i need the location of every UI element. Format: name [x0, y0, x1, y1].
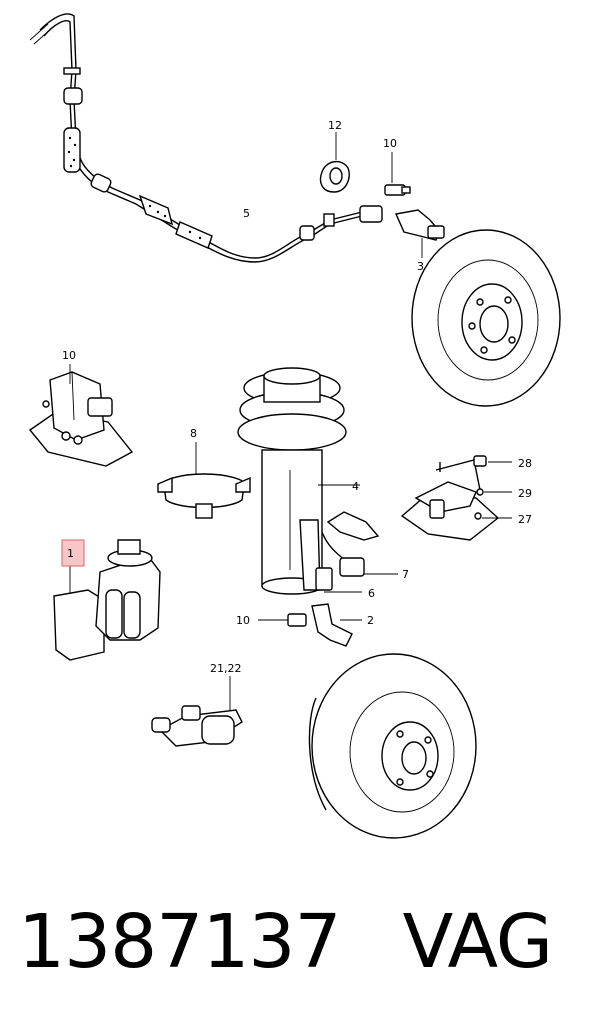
callout-labels: 1 2 3 4 5 6 7 8 10 10 10 12 21,22 27 28 …: [61, 119, 532, 675]
callout-4: 4: [352, 480, 359, 493]
callout-28: 28: [518, 457, 532, 470]
callout-1: 1: [67, 547, 74, 560]
callout-3: 3: [417, 260, 424, 273]
control-unit: [400, 455, 512, 541]
brand-name: VAG: [402, 899, 554, 985]
bolt-top: [384, 152, 411, 196]
brake-disc-bottom: [308, 653, 477, 839]
wheel-speed-sensor: [394, 209, 445, 258]
callout-8: 8: [190, 427, 197, 440]
grommet: [319, 132, 350, 193]
caption: 1387137 VAG: [18, 892, 588, 992]
callout-12: 12: [328, 119, 342, 132]
spring-seat: [157, 442, 251, 519]
callout-2: 2: [367, 614, 374, 627]
callout-10-top: 10: [383, 137, 397, 150]
callout-21-22: 21,22: [210, 662, 242, 675]
callout-27: 27: [518, 513, 532, 526]
callout-7: 7: [402, 568, 409, 581]
pipe-clamp: [151, 676, 243, 747]
sensor-cable: [29, 13, 383, 263]
callout-1-highlight: [61, 539, 85, 567]
mounting-bracket: [28, 364, 134, 467]
parts-diagram: 1 2 3 4 5 6 7 8 10 10 10 12 21,22 27 28 …: [28, 13, 561, 839]
callout-10-middle: 10: [236, 614, 250, 627]
callout-6: 6: [368, 587, 375, 600]
strut-harness: [315, 511, 398, 593]
brake-disc-top: [411, 229, 561, 407]
hydraulic-unit: [53, 539, 161, 661]
callout-10-left: 10: [62, 349, 76, 362]
callout-29: 29: [518, 487, 532, 500]
callout-5: 5: [243, 207, 250, 220]
bolt-middle: [258, 613, 307, 627]
front-sensor: [311, 603, 362, 647]
part-number: 1387137: [18, 899, 342, 985]
strut-assembly: [237, 367, 360, 595]
